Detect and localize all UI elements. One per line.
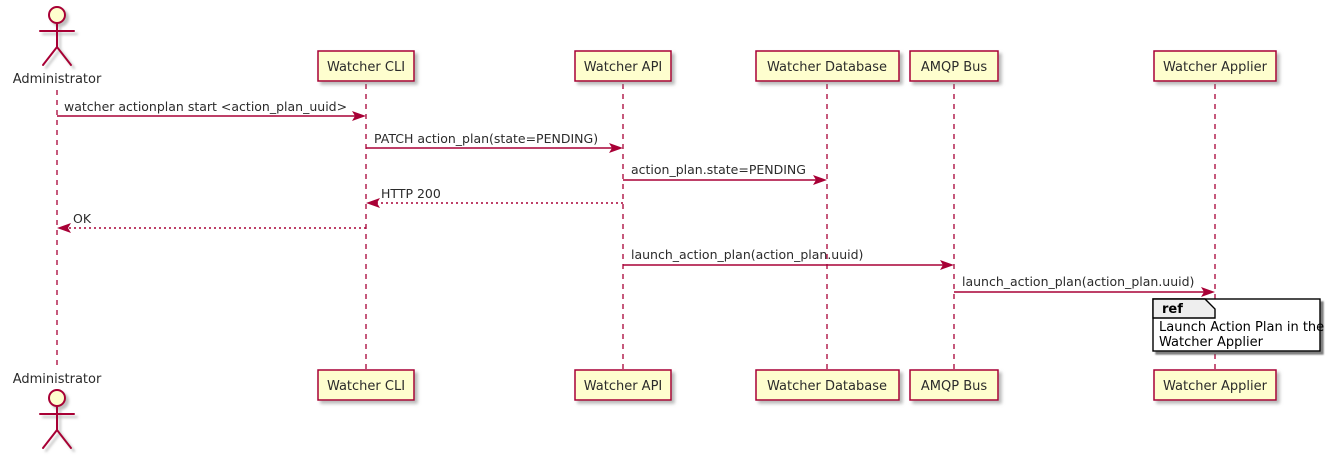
actor-leg-left-line: [42, 46, 58, 66]
message-1-watcher-actionplan-start[interactable]: [57, 111, 366, 121]
actor-leg-right-line: [56, 46, 72, 66]
participant-box-watcher-api-bottom[interactable]: [574, 369, 672, 401]
message-label-3: action_plan.state=PENDING: [631, 162, 806, 177]
message-arrowhead-left-icon: [57, 223, 71, 233]
message-5-ok[interactable]: [57, 223, 366, 233]
participant-label-watcher-cli-top: Watcher CLI: [327, 60, 405, 75]
participant-rect: [909, 50, 999, 82]
ref-block-tab-label: ref: [1162, 302, 1183, 317]
actor-head-icon: [48, 389, 66, 407]
ref-block-text-line-2: Watcher Applier: [1159, 335, 1264, 350]
participant-box-amqp-bus-bottom[interactable]: [909, 369, 999, 401]
message-2-patch-action-plan[interactable]: [366, 143, 623, 153]
message-arrowhead-left-icon: [366, 198, 380, 208]
participant-box-watcher-applier-bottom[interactable]: [1153, 369, 1277, 401]
actor-leg-right-line: [56, 429, 72, 449]
participant-rect: [317, 369, 415, 401]
participant-rect: [909, 369, 999, 401]
participant-label-amqp-bus-bottom: AMQP Bus: [921, 379, 987, 394]
actor-administrator-top[interactable]: [39, 6, 75, 66]
message-label-2: PATCH action_plan(state=PENDING): [374, 131, 598, 146]
participant-rect: [317, 50, 415, 82]
participant-label-watcher-applier-top: Watcher Applier: [1163, 60, 1268, 75]
actor-administrator-bottom[interactable]: [39, 389, 75, 449]
participant-label-watcher-applier-bottom: Watcher Applier: [1163, 379, 1268, 394]
message-arrowhead-right-icon: [352, 111, 366, 121]
actor-head-icon: [48, 6, 66, 24]
actor-leg-left-line: [42, 429, 58, 449]
participant-box-watcher-applier-top[interactable]: [1153, 50, 1277, 82]
message-label-7: launch_action_plan(action_plan.uuid): [962, 274, 1194, 289]
participant-label-watcher-database-bottom: Watcher Database: [767, 379, 887, 394]
actor-label-administrator-bottom: Administrator: [13, 372, 102, 387]
participant-rect: [574, 369, 672, 401]
participant-label-watcher-api-bottom: Watcher API: [584, 379, 663, 394]
actor-label-administrator-top: Administrator: [13, 72, 102, 87]
participant-box-amqp-bus-top[interactable]: [909, 50, 999, 82]
participant-label-amqp-bus-top: AMQP Bus: [921, 60, 987, 75]
message-label-5: OK: [73, 211, 92, 226]
participant-label-watcher-api-top: Watcher API: [584, 60, 663, 75]
message-arrowhead-right-icon: [609, 143, 623, 153]
message-4-http-200[interactable]: [366, 198, 623, 208]
message-6-launch-action-plan-to-bus[interactable]: [623, 260, 954, 270]
ref-block-text-line-1: Launch Action Plan in the: [1159, 320, 1324, 335]
participant-box-watcher-cli-top[interactable]: [317, 50, 415, 82]
participant-rect: [755, 50, 900, 82]
message-arrowhead-right-icon: [813, 175, 827, 185]
ref-block-tab: [1152, 298, 1216, 319]
message-7-launch-action-plan-to-applier[interactable]: [954, 287, 1215, 297]
ref-block[interactable]: [1152, 298, 1321, 352]
participant-box-watcher-database-bottom[interactable]: [755, 369, 900, 401]
participant-box-watcher-cli-bottom[interactable]: [317, 369, 415, 401]
message-3-action-plan-state-pending[interactable]: [623, 175, 827, 185]
participant-label-watcher-database-top: Watcher Database: [767, 60, 887, 75]
message-label-1: watcher actionplan start <action_plan_uu…: [64, 99, 347, 114]
participant-label-watcher-cli-bottom: Watcher CLI: [327, 379, 405, 394]
message-arrowhead-right-icon: [940, 260, 954, 270]
lifelines-group: [56, 84, 1216, 370]
participant-box-watcher-api-top[interactable]: [574, 50, 672, 82]
participant-rect: [755, 369, 900, 401]
message-label-6: launch_action_plan(action_plan.uuid): [631, 247, 863, 262]
message-arrowhead-right-icon: [1201, 287, 1215, 297]
participant-rect: [1153, 50, 1277, 82]
participant-rect: [574, 50, 672, 82]
message-label-4: HTTP 200: [381, 186, 441, 201]
participant-rect: [1153, 369, 1277, 401]
participant-box-watcher-database-top[interactable]: [755, 50, 900, 82]
